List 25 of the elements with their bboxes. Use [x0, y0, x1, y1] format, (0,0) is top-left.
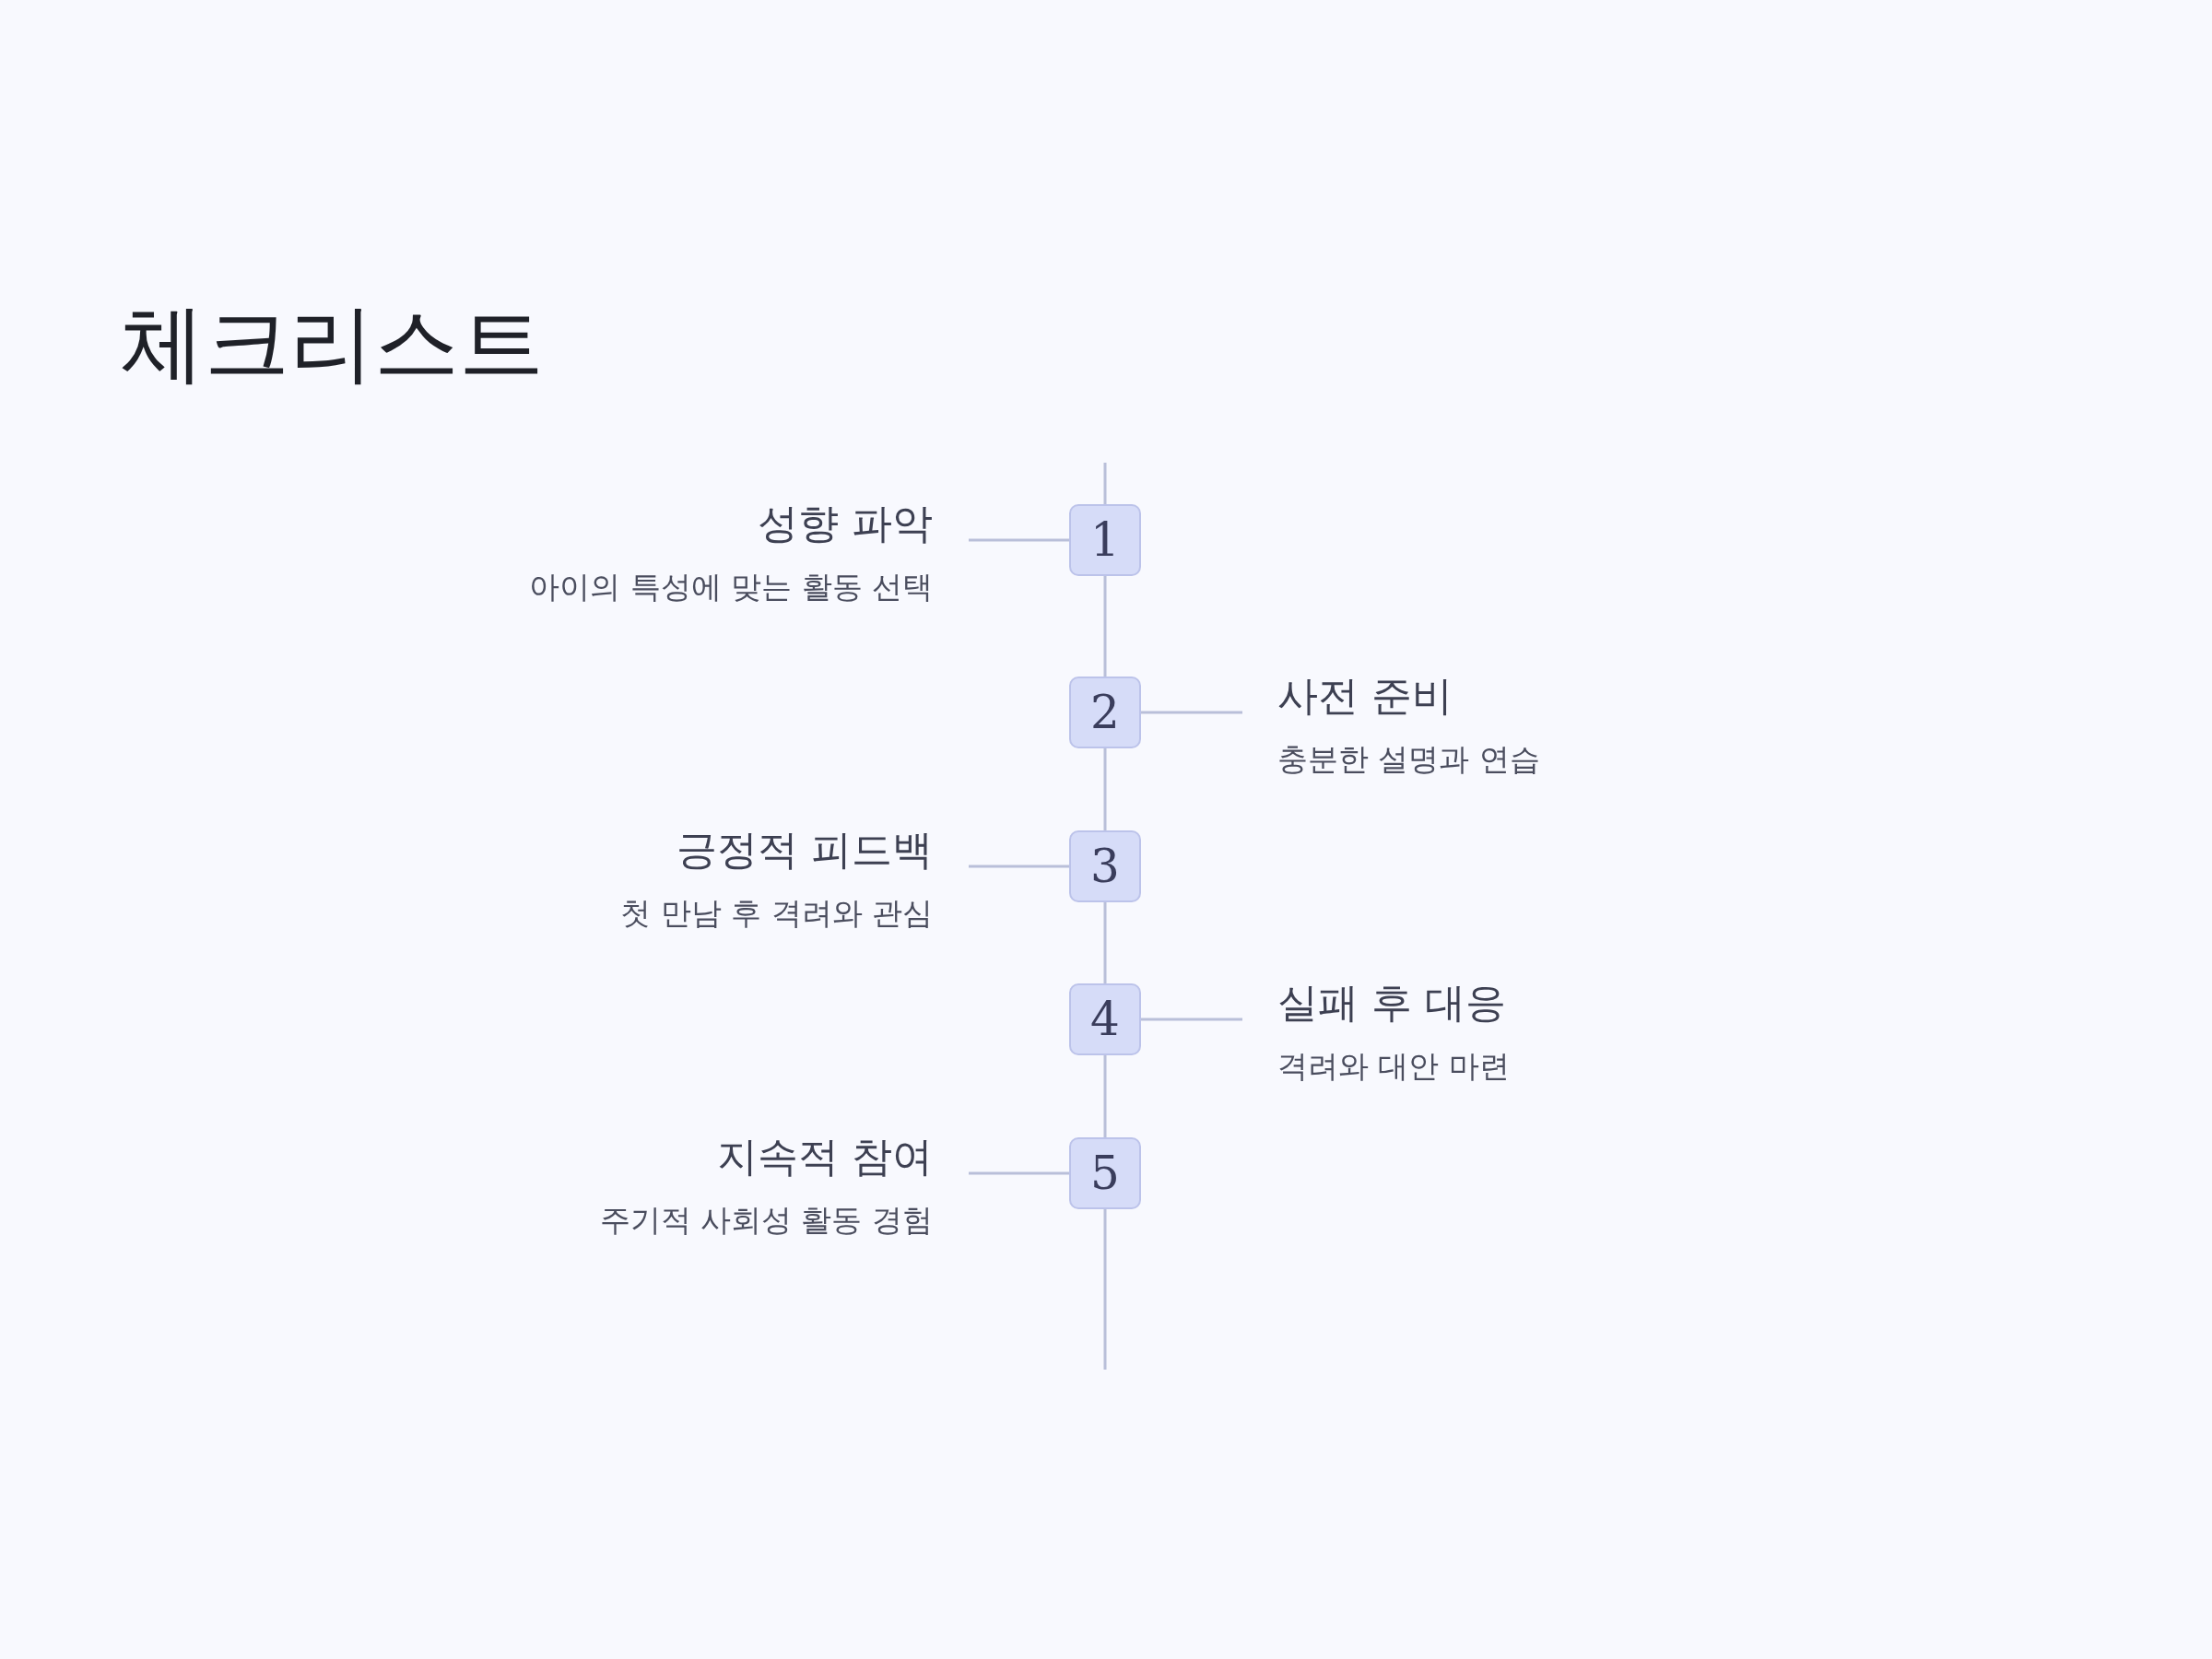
step-number-box: 5: [1069, 1137, 1141, 1209]
step-number-box: 2: [1069, 677, 1141, 748]
step-number-box: 4: [1069, 983, 1141, 1055]
step-heading: 지속적 참여: [717, 1133, 933, 1182]
connector-line: [969, 538, 1069, 542]
step-description: 아이의 특성에 맞는 활동 선택: [529, 568, 933, 606]
timeline-line: [1103, 1055, 1107, 1137]
step-description: 첫 만남 후 격려와 관심: [620, 894, 933, 932]
step-description: 충분한 설명과 연습: [1277, 740, 1540, 778]
connector-line: [969, 1171, 1069, 1175]
step-heading: 사전 준비: [1277, 672, 1453, 721]
step-heading: 성향 파악: [758, 500, 933, 548]
step-heading: 실패 후 대응: [1277, 979, 1506, 1028]
step-number-box: 3: [1069, 830, 1141, 902]
title: 체크리스트: [120, 293, 544, 394]
connector-line: [1141, 1018, 1242, 1021]
timeline-line: [1103, 748, 1107, 830]
step-number-box: 1: [1069, 504, 1141, 576]
step-description: 격려와 대안 마련: [1277, 1047, 1510, 1085]
connector-line: [969, 865, 1069, 868]
timeline-line: [1103, 902, 1107, 983]
step-heading: 긍정적 피드백: [677, 826, 933, 875]
connector-line: [1141, 711, 1242, 714]
timeline-line: [1103, 576, 1107, 677]
step-description: 주기적 사회성 활동 경험: [599, 1201, 933, 1239]
